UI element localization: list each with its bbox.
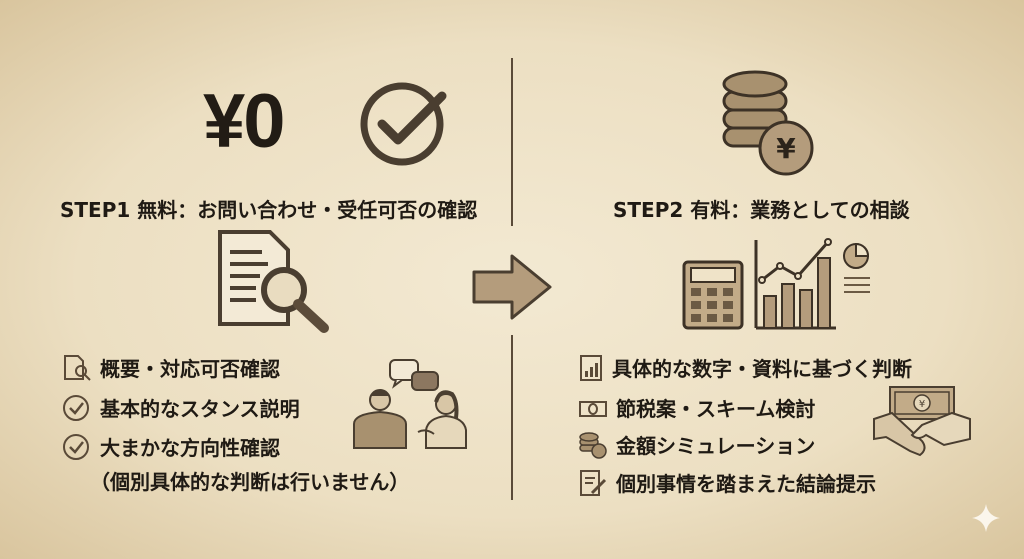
list-item: 個別事情を踏まえた結論提示 (578, 468, 876, 497)
check-circle-icon (63, 433, 89, 460)
item-text: 具体的な数字・資料に基づく判断 (612, 357, 912, 381)
step2-heading: STEP2 有料：業務としての相談 (613, 198, 910, 222)
check-circle-icon (63, 394, 89, 421)
arrow-right-icon (472, 254, 552, 320)
chart-document-icon (580, 354, 602, 381)
list-item: 金額シミュレーション (578, 430, 815, 459)
item-text: 個別事情を踏まえた結論提示 (616, 472, 876, 496)
list-item: 基本的なスタンス説明 (62, 393, 300, 422)
item-text: 基本的なスタンス説明 (100, 397, 300, 421)
banknote-icon (579, 400, 607, 417)
svg-text:¥: ¥ (919, 399, 925, 410)
check-circle-icon (360, 82, 447, 166)
list-item: 節税案・スキーム検討 (578, 393, 815, 422)
handshake-money-icon: ¥ (873, 386, 971, 457)
divider-bottom (511, 335, 513, 500)
document-search-icon (218, 230, 329, 333)
calculator-chart-icon (682, 238, 870, 330)
item-text: 節税案・スキーム検討 (616, 397, 816, 421)
item-text: 大まかな方向性確認 (100, 436, 280, 460)
divider-top (511, 58, 513, 226)
document-search-icon (64, 354, 91, 381)
list-item: 概要・対応可否確認 (62, 353, 280, 382)
coins-yen-icon: ¥ (722, 70, 814, 176)
item-text: 概要・対応可否確認 (100, 357, 280, 381)
consultation-people-icon (353, 359, 467, 449)
sparkle-icon (972, 504, 1000, 532)
document-pen-icon (580, 469, 607, 496)
coin-yen-symbol: ¥ (776, 132, 796, 165)
item-text: 金額シミュレーション (616, 434, 816, 458)
note-text: （個別具体的な判断は行いません） (90, 470, 410, 494)
list-item: 大まかな方向性確認 (62, 432, 280, 461)
coins-icon (579, 431, 607, 459)
step1-heading: STEP1 無料：お問い合わせ・受任可否の確認 (60, 198, 478, 222)
free-price: ¥0 (203, 79, 286, 164)
list-item: 具体的な数字・資料に基づく判断 (578, 353, 912, 382)
